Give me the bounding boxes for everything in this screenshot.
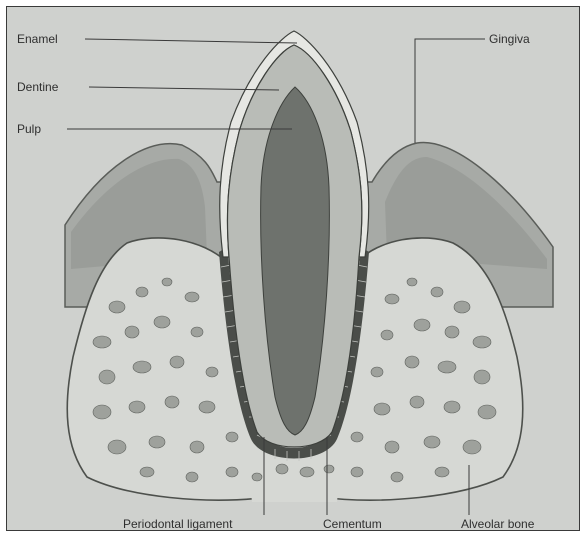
label-periodontal-ligament: Periodontal ligament [123, 517, 233, 531]
tooth-cross-section-diagram: Enamel Dentine Pulp Gingiva Periodontal … [7, 7, 580, 531]
gingiva-leader [415, 39, 485, 143]
label-pulp: Pulp [17, 122, 41, 136]
label-alveolar-bone: Alveolar bone [461, 517, 535, 531]
label-cementum: Cementum [323, 517, 382, 531]
label-enamel: Enamel [17, 32, 58, 46]
label-gingiva: Gingiva [489, 32, 530, 46]
enamel-leader [85, 39, 297, 43]
diagram-frame: Enamel Dentine Pulp Gingiva Periodontal … [6, 6, 580, 531]
label-dentine: Dentine [17, 80, 59, 94]
